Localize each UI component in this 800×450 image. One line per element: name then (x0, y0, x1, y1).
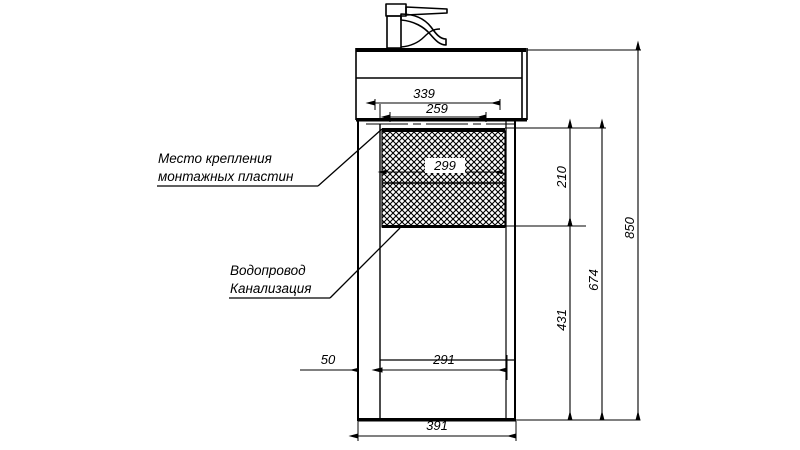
cabinet-base (358, 418, 516, 422)
dim-391-text: 391 (426, 418, 448, 433)
dim-210-text: 210 (554, 165, 569, 188)
dim-299-text: 299 (433, 158, 456, 173)
dimension-291: 291 (372, 352, 508, 380)
mounting-plates-leader (317, 128, 383, 187)
dimension-50: 50 (300, 352, 404, 380)
hatch-area (381, 130, 506, 228)
annotation-plumbing: Водопровод Канализация (229, 227, 401, 299)
plumbing-label-line1: Водопровод (230, 263, 306, 278)
dim-674-text: 674 (586, 269, 601, 291)
plumbing-label-line2: Канализация (230, 281, 311, 296)
dim-339-text: 339 (413, 86, 435, 101)
dimension-210: 210 (554, 118, 573, 227)
hatch-top-band (382, 128, 505, 132)
dim-431-text: 431 (554, 309, 569, 331)
faucet-spout-upper (400, 13, 447, 46)
dim-259-text: 259 (425, 101, 448, 116)
dimension-259: 259 (380, 101, 487, 122)
hatch-bottom-band (382, 225, 505, 228)
countertop-bottom-slab (356, 118, 527, 122)
dimension-674: 674 (570, 118, 606, 421)
faucet-spout-inner (400, 28, 441, 48)
dim-850-text: 850 (622, 216, 637, 238)
countertop-top-slab (356, 48, 526, 52)
faucet-lever (405, 6, 448, 16)
dimension-431: 431 (554, 216, 573, 421)
countertop (355, 48, 528, 122)
annotation-mounting-plates: Место крепления монтажных пластин (157, 128, 383, 187)
dim-50-text: 50 (321, 352, 336, 367)
mounting-plates-label-line2: монтажных пластин (158, 169, 294, 184)
faucet-body (386, 15, 402, 49)
faucet (385, 3, 448, 49)
plumbing-hatched-zone (381, 128, 506, 228)
plumbing-leader (329, 227, 401, 299)
dim-299-text-bg (425, 158, 465, 173)
dimension-339: 339 (365, 86, 501, 110)
dimension-299: 299 (377, 158, 503, 175)
dim-291-text: 291 (432, 352, 455, 367)
dimension-850: 850 (622, 40, 641, 421)
dimension-391: 391 (348, 418, 517, 441)
mounting-plates-label-line1: Место крепления (158, 151, 272, 166)
